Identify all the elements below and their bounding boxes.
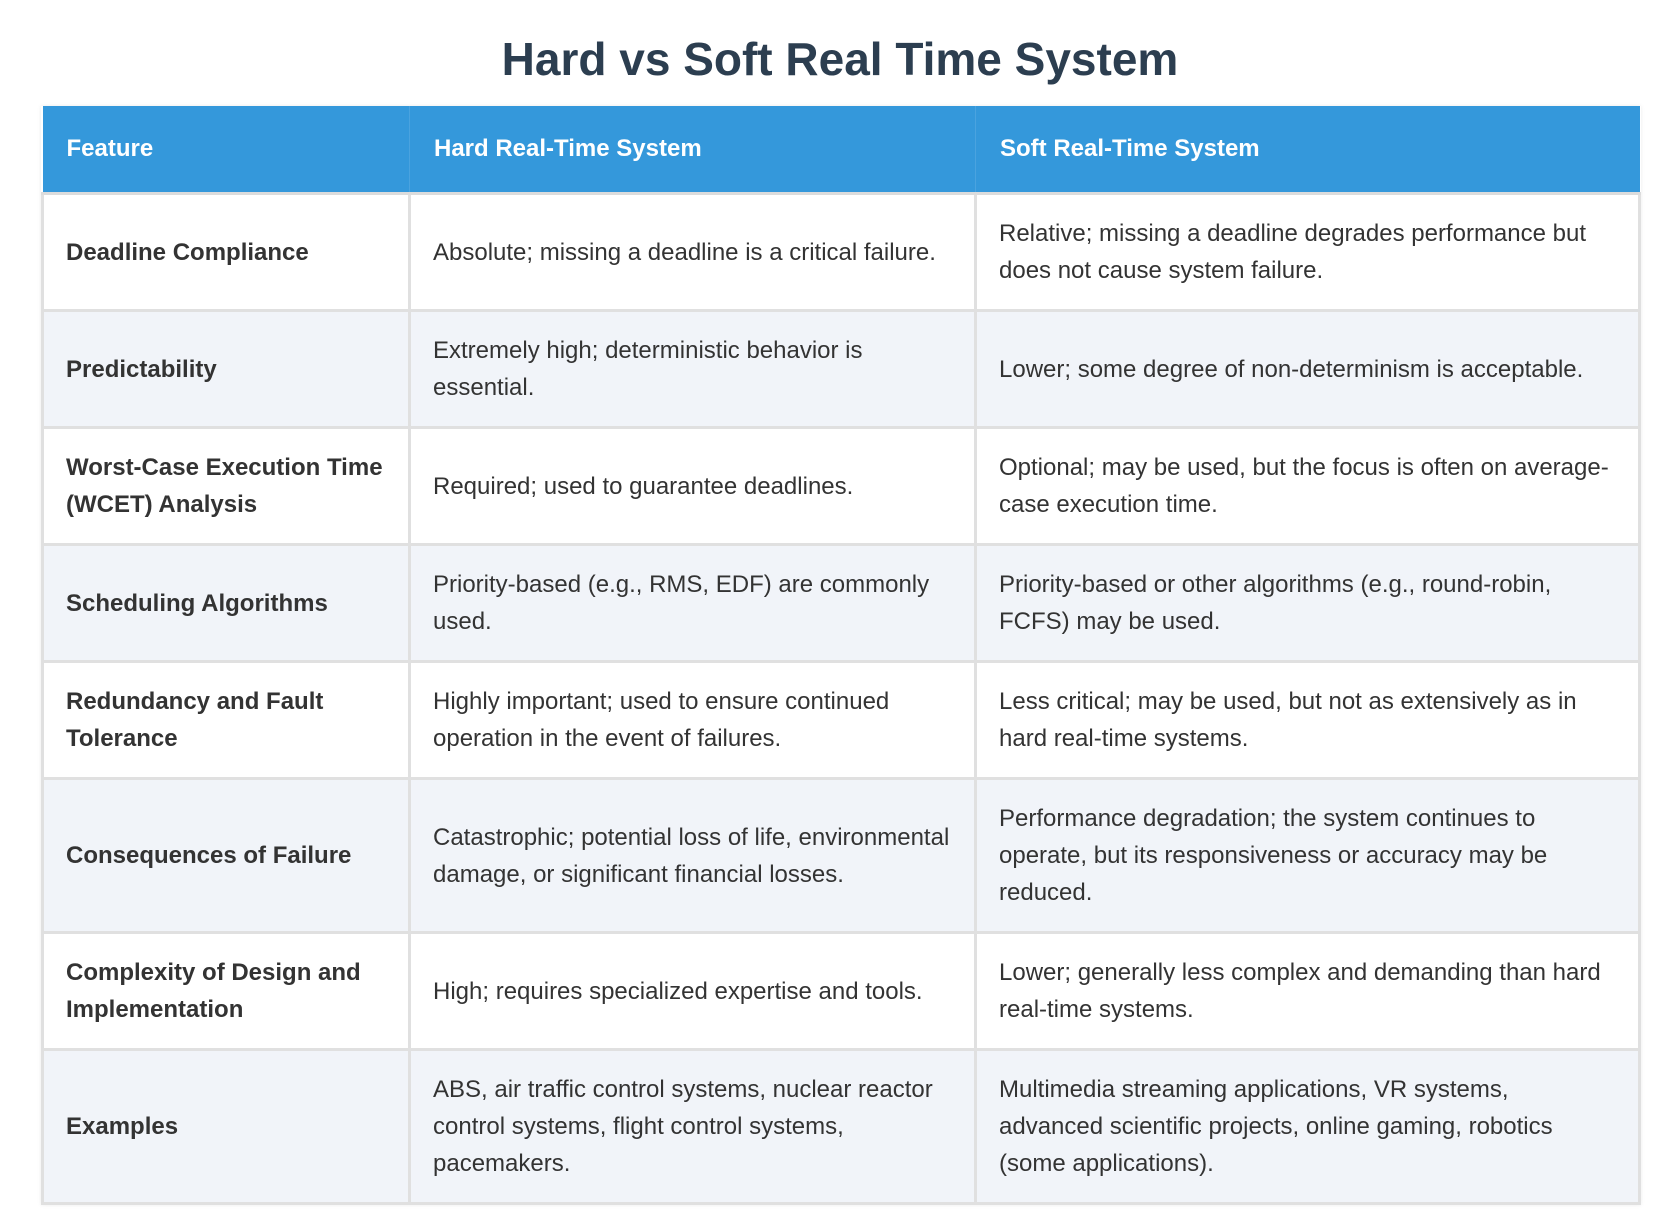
table-row: Predictability Extremely high; determini…: [41, 309, 1641, 429]
comparison-table: Feature Hard Real-Time System Soft Real-…: [41, 106, 1641, 1205]
table-row: Consequences of Failure Catastrophic; po…: [41, 777, 1641, 934]
table-row: Deadline Compliance Absolute; missing a …: [41, 192, 1641, 312]
soft-cell: Multimedia streaming applications, VR sy…: [974, 1048, 1641, 1205]
header-row: Feature Hard Real-Time System Soft Real-…: [42, 106, 1640, 195]
feature-cell: Predictability: [41, 309, 411, 429]
soft-cell: Lower; some degree of non-determinism is…: [974, 309, 1641, 429]
soft-cell: Relative; missing a deadline degrades pe…: [974, 192, 1641, 312]
table-row: Examples ABS, air traffic control system…: [41, 1048, 1641, 1205]
header-feature: Feature: [42, 106, 410, 195]
feature-cell: Complexity of Design and Implementation: [41, 931, 411, 1051]
hard-cell: ABS, air traffic control systems, nuclea…: [408, 1048, 977, 1205]
soft-cell: Optional; may be used, but the focus is …: [974, 426, 1641, 546]
feature-cell: Consequences of Failure: [41, 777, 411, 934]
soft-cell: Priority-based or other algorithms (e.g.…: [974, 543, 1641, 663]
feature-cell: Redundancy and Fault Tolerance: [41, 660, 411, 780]
soft-cell: Performance degradation; the system cont…: [974, 777, 1641, 934]
hard-cell: Priority-based (e.g., RMS, EDF) are comm…: [408, 543, 977, 663]
table-header: Feature Hard Real-Time System Soft Real-…: [42, 106, 1640, 195]
feature-cell: Deadline Compliance: [41, 192, 411, 312]
table-row: Scheduling Algorithms Priority-based (e.…: [41, 543, 1641, 663]
feature-cell: Worst-Case Execution Time (WCET) Analysi…: [41, 426, 411, 546]
table-body: Deadline Compliance Absolute; missing a …: [41, 192, 1641, 1205]
table-row: Worst-Case Execution Time (WCET) Analysi…: [41, 426, 1641, 546]
hard-cell: Absolute; missing a deadline is a critic…: [408, 192, 977, 312]
soft-cell: Less critical; may be used, but not as e…: [974, 660, 1641, 780]
feature-cell: Examples: [41, 1048, 411, 1205]
feature-cell: Scheduling Algorithms: [41, 543, 411, 663]
hard-cell: High; requires specialized expertise and…: [408, 931, 977, 1051]
hard-cell: Required; used to guarantee deadlines.: [408, 426, 977, 546]
table-row: Complexity of Design and Implementation …: [41, 931, 1641, 1051]
page-title: Hard vs Soft Real Time System: [501, 33, 1179, 85]
header-hard-real-time: Hard Real-Time System: [409, 106, 976, 195]
hard-cell: Extremely high; deterministic behavior i…: [408, 309, 977, 429]
header-soft-real-time: Soft Real-Time System: [975, 106, 1640, 195]
table-row: Redundancy and Fault Tolerance Highly im…: [41, 660, 1641, 780]
soft-cell: Lower; generally less complex and demand…: [974, 931, 1641, 1051]
hard-cell: Catastrophic; potential loss of life, en…: [408, 777, 977, 934]
hard-cell: Highly important; used to ensure continu…: [408, 660, 977, 780]
